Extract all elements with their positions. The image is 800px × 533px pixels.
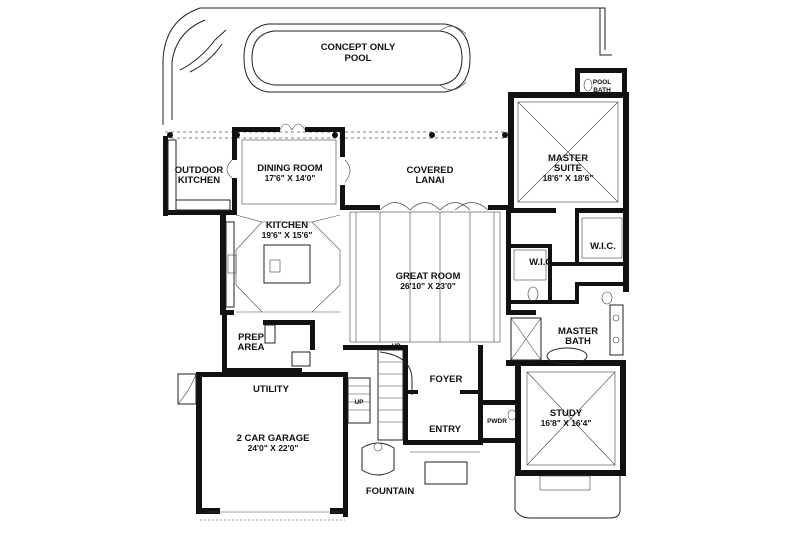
master-bath-label: MASTER — [558, 326, 598, 337]
pool — [243, 23, 471, 93]
garage-label: 2 CAR GARAGE — [237, 433, 310, 444]
pool-bath-sub-label: BATH — [593, 87, 611, 94]
covered-lanai-label: COVERED — [407, 165, 454, 176]
dining-room-label: DINING ROOM — [257, 163, 323, 174]
walls — [163, 68, 629, 517]
details — [167, 78, 624, 521]
outdoor-kitchen-label: OUTDOOR — [175, 165, 224, 176]
outdoor-kitchen-sub-label: KITCHEN — [178, 175, 220, 186]
foyer-label: FOYER — [430, 374, 463, 385]
covered-lanai-sub-label: LANAI — [415, 175, 444, 186]
great-room-label: GREAT ROOM — [396, 271, 461, 282]
kitchen-dims: 19'6" X 15'6" — [262, 230, 313, 240]
study-dims: 16'8" X 16'4" — [541, 418, 592, 428]
stairs-up-bottom-label: UP — [354, 399, 364, 406]
pool-bath-label: POOL — [593, 79, 611, 86]
wic-left-label: W.I.C. — [529, 257, 555, 268]
great-room-dims: 26'10" X 23'0" — [400, 281, 456, 291]
utility-label: UTILITY — [253, 384, 290, 395]
garage-dims: 24'0" X 22'0" — [248, 443, 299, 453]
entry-label: ENTRY — [429, 424, 462, 435]
fountain-label: FOUNTAIN — [366, 486, 415, 497]
study-label: STUDY — [550, 408, 583, 419]
pool-deck — [162, 7, 612, 125]
master-bath-sub-label: BATH — [565, 336, 591, 347]
pool-sub-label: POOL — [345, 53, 372, 64]
kitchen-label: KITCHEN — [266, 220, 308, 231]
prep-area-label: PREP — [238, 332, 265, 343]
pool-label: CONCEPT ONLY — [321, 42, 396, 53]
prep-area-sub-label: AREA — [238, 342, 265, 353]
room-labels: CONCEPT ONLY POOL POOL BATH MASTER SUITE… — [175, 42, 616, 497]
dining-room-dims: 17'6" X 14'0" — [265, 173, 316, 183]
master-suite-sub-label: SUITE — [554, 163, 582, 174]
master-suite-dims: 18'6" X 18'6" — [543, 173, 594, 183]
wic-right-label: W.I.C. — [590, 241, 616, 252]
lanai-edge — [165, 131, 508, 139]
pwdr-label: PWDR — [487, 418, 507, 425]
master-suite-label: MASTER — [548, 153, 588, 164]
stairs-up-top-label: UP — [391, 343, 401, 350]
